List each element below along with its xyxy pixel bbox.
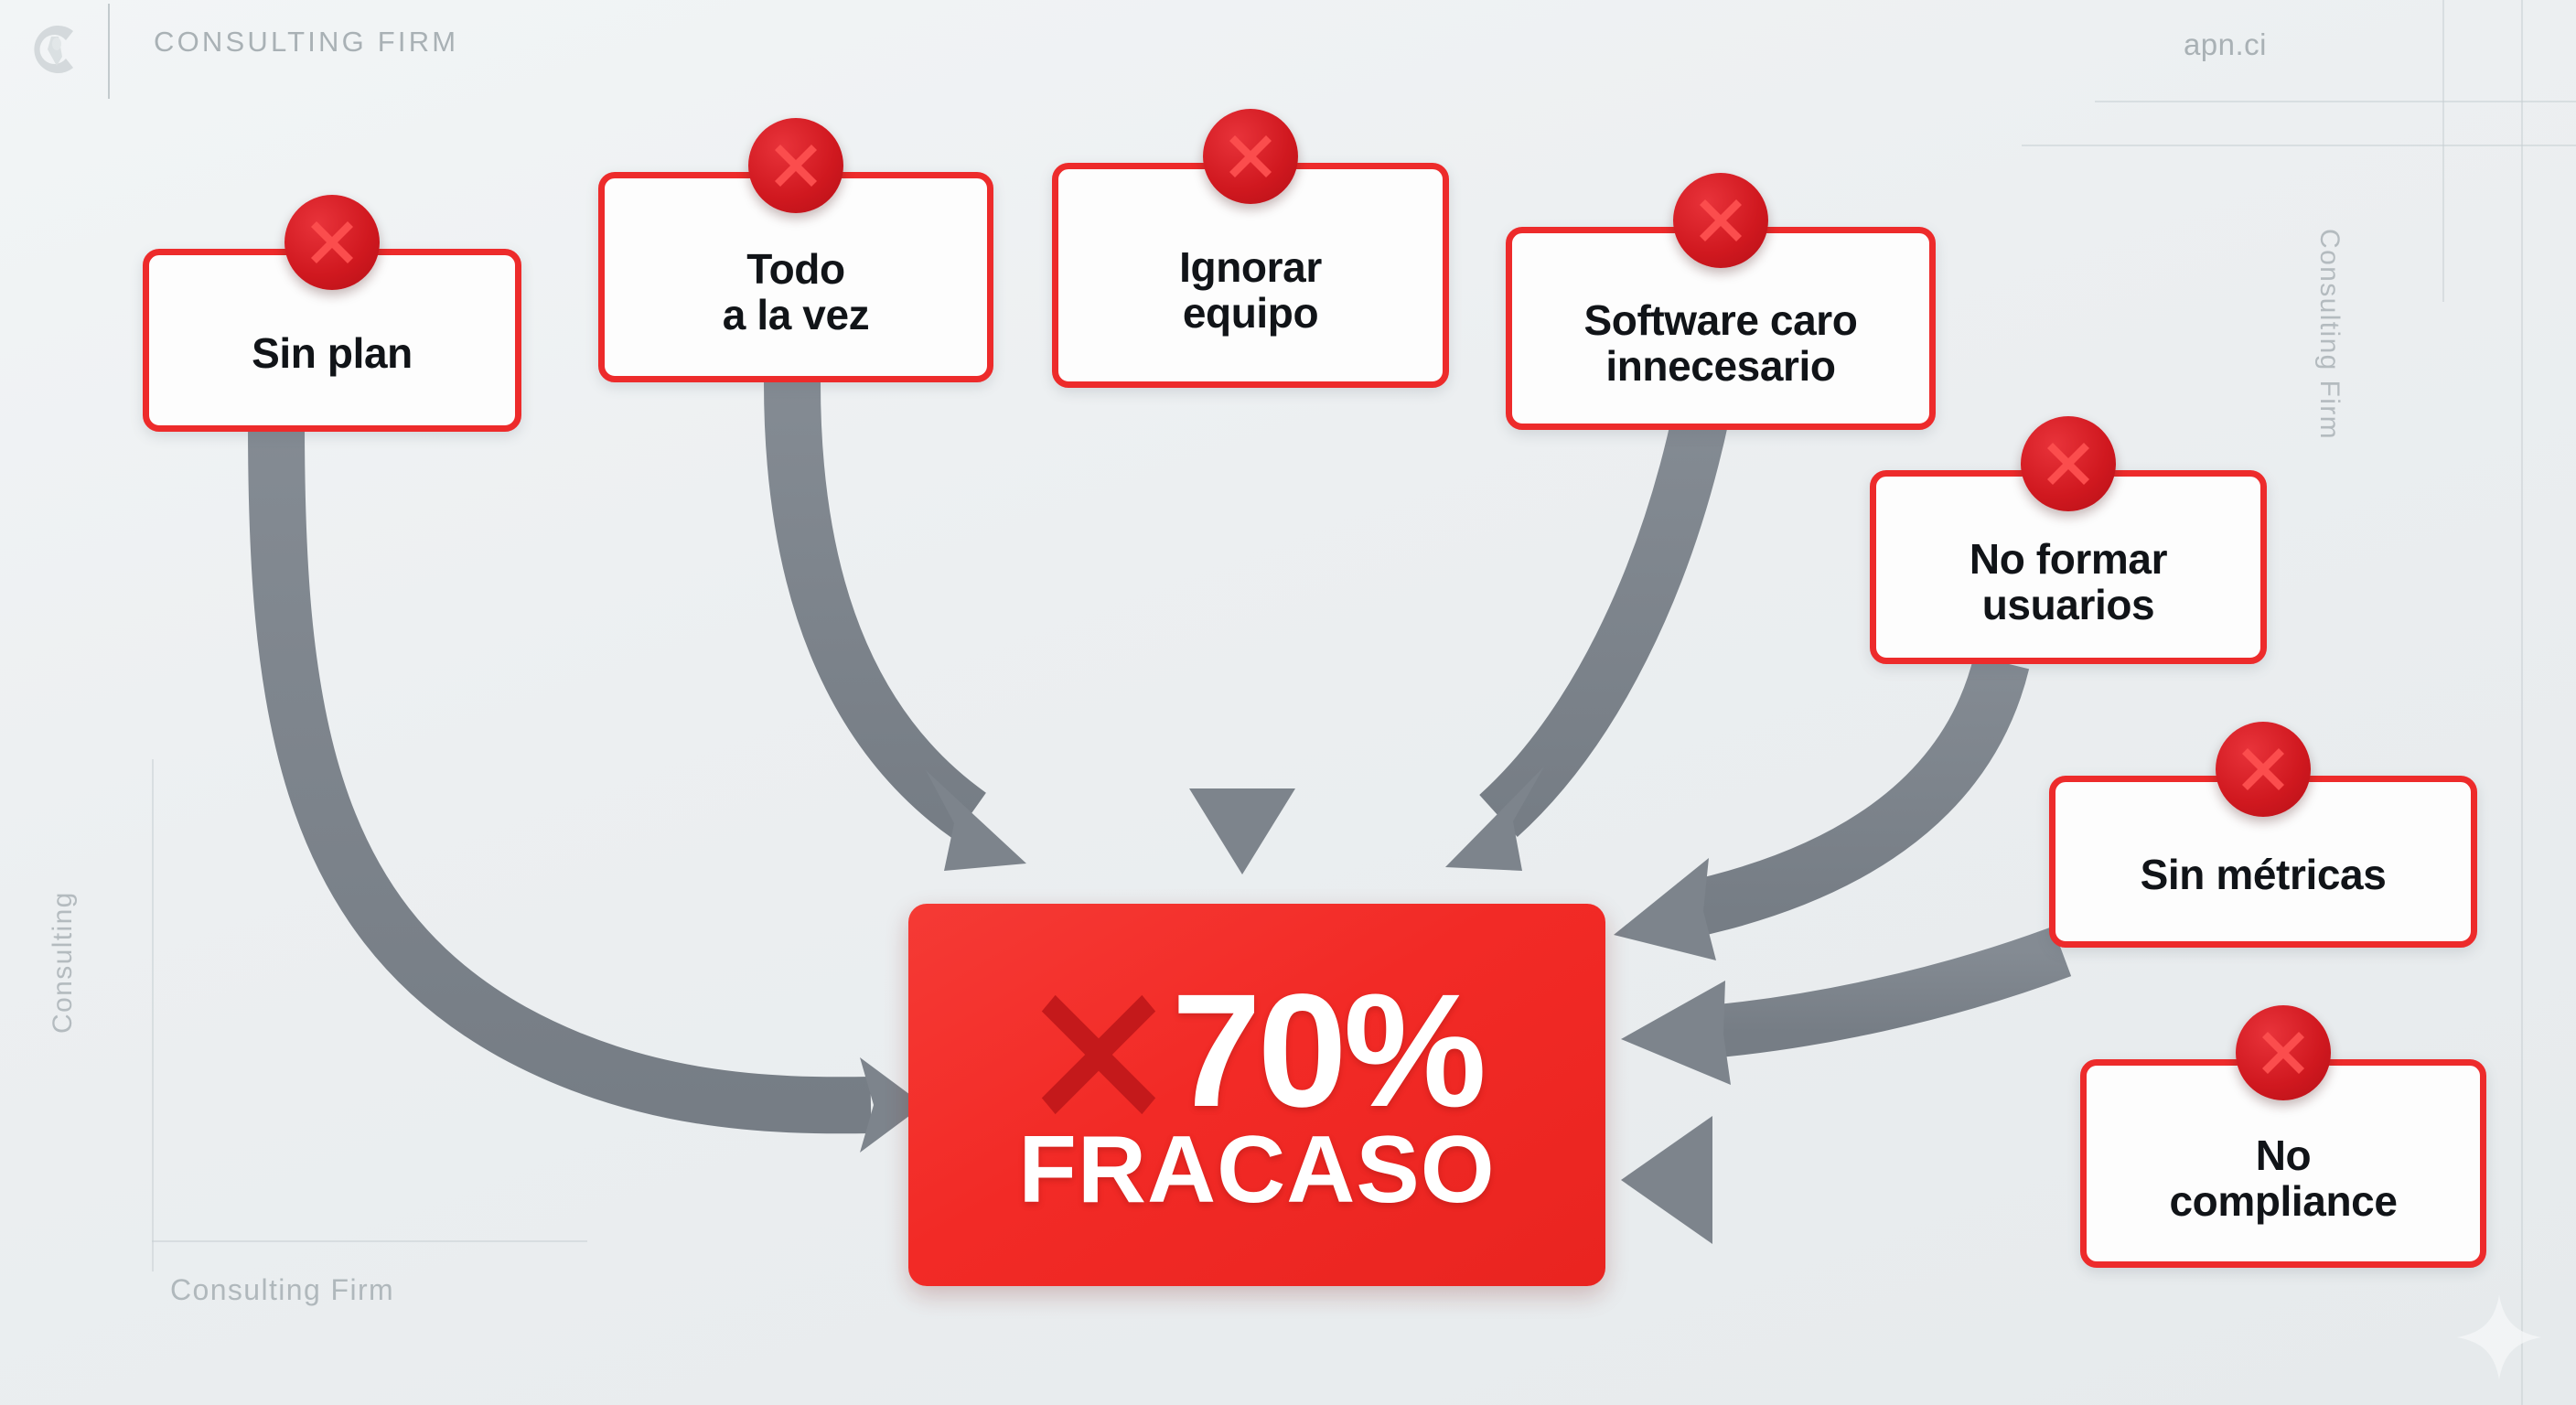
grid-line-horizontal — [2022, 145, 2576, 146]
cause-card-todo-a-la-vez[interactable]: Todo a la vez — [598, 118, 993, 382]
watermark-left-vertical: Consulting — [48, 891, 78, 1034]
result-percentage: 70% — [1171, 961, 1487, 1142]
cause-card-sin-plan[interactable]: Sin plan — [143, 195, 521, 432]
consulting-firm-logo-icon — [16, 13, 90, 86]
arrow-ignorar-equipo — [1189, 375, 1295, 874]
arrow-sin-metricas — [1621, 926, 2072, 1085]
arrow-sin-plan — [248, 422, 924, 1153]
red-cross-badge-icon — [2021, 416, 2116, 511]
grid-line-horizontal — [2095, 101, 2576, 102]
cause-card-label: Software caro innecesario — [1583, 296, 1858, 390]
site-url: apn.ci — [2183, 27, 2267, 61]
result-failure-box: 70% FRACASO — [908, 904, 1605, 1286]
result-headline-row: 70% — [1031, 961, 1487, 1142]
red-cross-badge-icon — [2236, 1005, 2331, 1100]
cause-card-label: Sin plan — [252, 329, 413, 378]
brand-header: CONSULTING FIRM — [0, 0, 2576, 102]
cause-card-sin-metricas[interactable]: Sin métricas — [2049, 722, 2477, 948]
cause-card-software-caro-innecesario[interactable]: Software caro innecesario — [1506, 173, 1936, 430]
cause-card-label: No formar usuarios — [1969, 535, 2168, 628]
arrow-no-formar-usuarios — [1614, 655, 2030, 960]
sparkle-icon — [2453, 1292, 2545, 1383]
brand-name: CONSULTING FIRM — [154, 26, 459, 58]
red-cross-badge-icon — [284, 195, 380, 290]
arrow-software-caro — [1445, 407, 1730, 871]
watermark-bottom-left: Consulting Firm — [170, 1273, 395, 1306]
cause-card-label: No compliance — [2169, 1132, 2398, 1225]
grid-line-vertical — [2442, 0, 2444, 302]
cause-card-no-formar-usuarios[interactable]: No formar usuarios — [1870, 416, 2267, 664]
arrow-no-compliance — [1621, 1116, 2067, 1244]
red-cross-badge-icon — [2216, 722, 2311, 817]
watermark-right-vertical: Consulting Firm — [2313, 229, 2345, 441]
cause-card-ignorar-equipo[interactable]: Ignorar equipo — [1052, 109, 1449, 388]
red-cross-badge-icon — [1673, 173, 1768, 268]
result-caption: FRACASO — [1018, 1116, 1496, 1223]
red-cross-badge-icon — [1203, 109, 1298, 204]
red-cross-badge-icon — [748, 118, 843, 213]
grid-line-horizontal — [152, 1240, 587, 1242]
grid-line-vertical — [152, 759, 154, 1271]
cause-card-no-compliance[interactable]: No compliance — [2080, 1005, 2486, 1268]
header-divider — [108, 4, 110, 99]
cross-mark-icon — [1031, 984, 1166, 1120]
grid-line-vertical — [2521, 0, 2523, 1405]
cause-card-label: Ignorar equipo — [1179, 243, 1322, 337]
cause-card-label: Sin métricas — [2140, 851, 2387, 899]
cause-card-label: Todo a la vez — [722, 245, 870, 338]
arrow-todo-a-la-vez — [764, 381, 1026, 871]
